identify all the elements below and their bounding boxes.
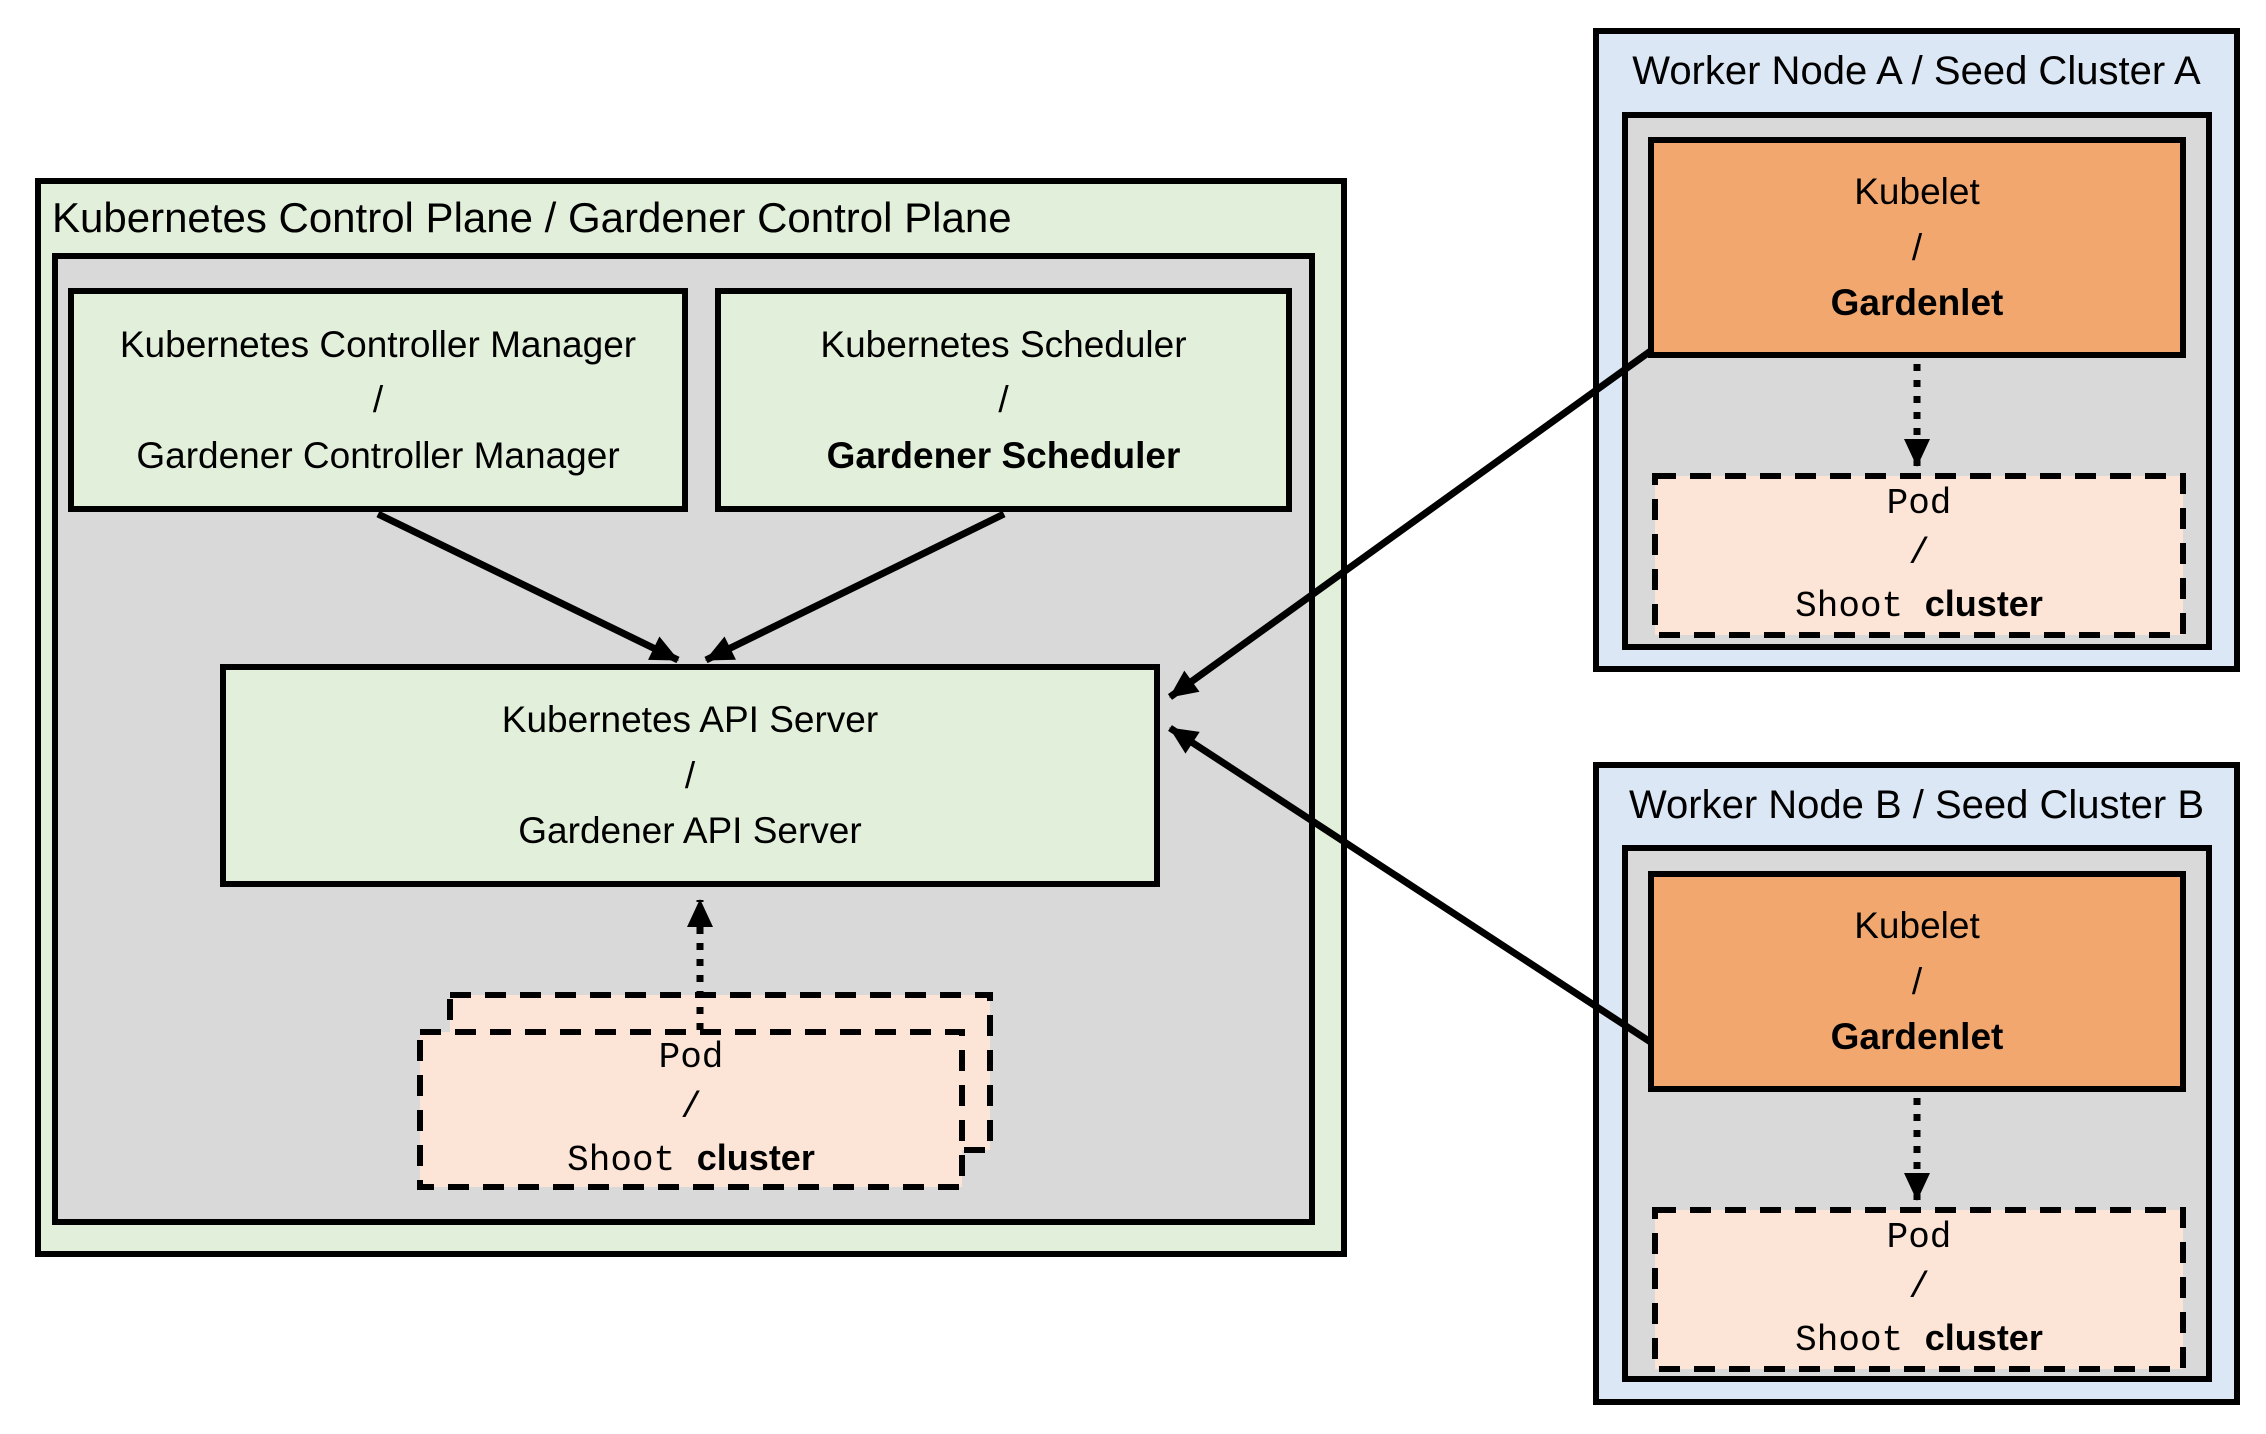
kubelet-a-label-top: Kubelet	[1854, 171, 1980, 213]
pod-a-label-bottom: Shoot cluster	[1795, 579, 2043, 632]
pod-a-label-slash: /	[1908, 533, 1930, 575]
kubelet-b-label-bottom: Gardenlet	[1830, 1016, 2004, 1058]
pod-stack-label-bottom: Shoot cluster	[567, 1133, 815, 1186]
kubelet-a-box: Kubelet / Gardenlet	[1648, 137, 2186, 358]
scheduler-label-bottom: Gardener Scheduler	[826, 434, 1181, 476]
pod-stack-label-shoot: Shoot	[567, 1139, 676, 1181]
api-server-label-slash: /	[684, 754, 696, 796]
pod-a-label-cluster: cluster	[1924, 582, 2043, 624]
kubelet-b-label-top: Kubelet	[1854, 905, 1980, 947]
scheduler-label-slash: /	[998, 379, 1009, 421]
kubelet-a-label-slash: /	[1911, 226, 1923, 268]
api-server-label-bottom: Gardener API Server	[518, 810, 862, 852]
pod-a-label: Pod / Shoot cluster	[1655, 476, 2183, 635]
kubelet-b-box: Kubelet / Gardenlet	[1648, 871, 2186, 1092]
api-server-box: Kubernetes API Server / Gardener API Ser…	[220, 664, 1160, 887]
control-plane-title: Kubernetes Control Plane / Gardener Cont…	[52, 193, 1012, 241]
pod-b-label-cluster: cluster	[1924, 1316, 2043, 1358]
pod-b-label-slash: /	[1908, 1267, 1930, 1309]
pod-stack-label-slash: /	[680, 1087, 702, 1129]
kubelet-b-label-slash: /	[1911, 960, 1923, 1002]
pod-stack-label: Pod / Shoot cluster	[420, 1032, 962, 1187]
scheduler-box: Kubernetes Scheduler / Gardener Schedule…	[715, 288, 1292, 512]
pod-stack-label-top: Pod	[658, 1037, 724, 1079]
pod-b-label: Pod / Shoot cluster	[1655, 1210, 2183, 1369]
pod-a-label-shoot: Shoot	[1795, 585, 1904, 627]
scheduler-label-top: Kubernetes Scheduler	[820, 323, 1187, 365]
worker-node-a-title: Worker Node A / Seed Cluster A	[1632, 49, 2201, 93]
controller-manager-label-bottom: Gardener Controller Manager	[136, 434, 620, 476]
pod-b-label-shoot: Shoot	[1795, 1319, 1904, 1361]
controller-manager-label-slash: /	[372, 379, 384, 421]
kubelet-a-label-bottom: Gardenlet	[1830, 282, 2004, 324]
controller-manager-box: Kubernetes Controller Manager / Gardener…	[68, 288, 688, 512]
pod-b-label-top: Pod	[1886, 1217, 1952, 1259]
pod-stack-label-cluster: cluster	[696, 1136, 815, 1178]
api-server-label-top: Kubernetes API Server	[501, 699, 879, 741]
controller-manager-label-top: Kubernetes Controller Manager	[119, 323, 637, 365]
pod-a-label-top: Pod	[1886, 483, 1952, 525]
pod-b-label-bottom: Shoot cluster	[1795, 1313, 2043, 1366]
worker-node-b-title: Worker Node B / Seed Cluster B	[1628, 783, 2205, 827]
